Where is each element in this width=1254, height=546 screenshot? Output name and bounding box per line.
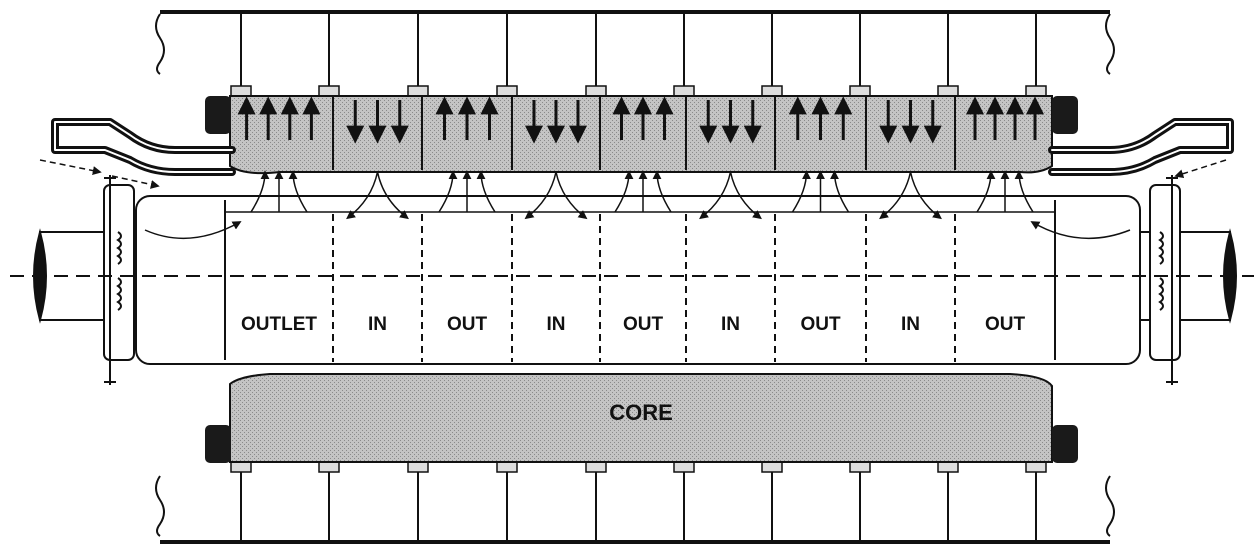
zone-label: IN bbox=[901, 314, 920, 335]
rib-plate-bottom bbox=[318, 461, 340, 473]
rib-plate-top bbox=[230, 85, 252, 97]
zone-label: OUT bbox=[623, 314, 664, 335]
zone-label: IN bbox=[721, 314, 740, 335]
rib-plate-bottom bbox=[937, 461, 959, 473]
rib-plate-bottom bbox=[761, 461, 783, 473]
zone-label: OUTLET bbox=[241, 314, 317, 335]
gap-flow-arrow-out bbox=[476, 170, 496, 213]
rib-plate-bottom bbox=[673, 461, 695, 473]
frame-break-bottom-left bbox=[155, 475, 165, 537]
rib-plate-bottom bbox=[407, 461, 429, 473]
gap-flow-arrow-out bbox=[791, 170, 811, 213]
zone-label: OUT bbox=[985, 314, 1026, 335]
core-label: CORE bbox=[609, 400, 673, 425]
upper-core-end-block-right bbox=[1052, 96, 1078, 134]
zone-label: IN bbox=[547, 314, 566, 335]
rotor-end-flow-left bbox=[144, 221, 242, 240]
rib-plate-top bbox=[937, 85, 959, 97]
fan-right bbox=[1149, 175, 1181, 385]
gap-flow-arrow-in bbox=[555, 171, 588, 220]
lower-core-end-block-right bbox=[1052, 425, 1078, 463]
end-winding-left-inner bbox=[54, 121, 233, 173]
zone-label: OUT bbox=[447, 314, 488, 335]
rib-plate-top bbox=[585, 85, 607, 97]
zone-labels: OUTLET IN OUT IN OUT IN OUT IN OUT bbox=[241, 314, 1025, 335]
gap-flow-arrow-in bbox=[699, 171, 732, 220]
frame-break-top-left bbox=[155, 13, 165, 75]
zone-label: OUT bbox=[800, 314, 841, 335]
upper-core-end-block-left bbox=[205, 96, 231, 134]
upper-stator-core bbox=[205, 95, 1078, 175]
rotor-zone-dividers bbox=[332, 214, 956, 362]
core-zone-dividers bbox=[332, 96, 956, 170]
support-ribs bbox=[230, 14, 1047, 540]
rib-plate-top bbox=[1025, 85, 1047, 97]
gap-flow-arrow-out bbox=[652, 170, 672, 213]
gap-flow-arrow-out bbox=[614, 170, 634, 213]
gap-flow-arrow-in bbox=[729, 171, 762, 220]
gap-flow-arrow-in bbox=[909, 171, 942, 220]
gap-flow-arrow-out bbox=[250, 170, 270, 213]
rib-plate-top bbox=[849, 85, 871, 97]
gap-flow-arrow-out bbox=[438, 170, 458, 213]
rib-plate-bottom bbox=[230, 461, 252, 473]
end-winding-leads bbox=[51, 118, 1234, 176]
stator-frame bbox=[155, 10, 1115, 544]
frame-break-top-right bbox=[1105, 13, 1115, 75]
zone-label: IN bbox=[368, 314, 387, 335]
rotor-body bbox=[135, 195, 1141, 365]
gap-flow-arrow-in bbox=[376, 171, 409, 220]
rib-plate-top bbox=[496, 85, 518, 97]
gap-flow-arrow-out bbox=[1014, 170, 1034, 213]
gap-flow-arrow-out bbox=[976, 170, 996, 213]
fan-assemblies bbox=[103, 175, 1181, 385]
rib-plate-top bbox=[673, 85, 695, 97]
end-inlet-flows bbox=[39, 159, 1227, 189]
rib-plate-top bbox=[761, 85, 783, 97]
rib-plate-top bbox=[407, 85, 429, 97]
air-gap-flow-arrows bbox=[250, 170, 1034, 220]
core-flow-arrows bbox=[237, 96, 1044, 144]
rib-plate-bottom bbox=[496, 461, 518, 473]
gap-flow-arrow-in bbox=[879, 171, 912, 220]
lower-core-end-block-left bbox=[205, 425, 231, 463]
lower-stator-core: CORE bbox=[205, 373, 1078, 463]
gap-flow-arrow-in bbox=[524, 171, 557, 220]
rotor-end-flow-right bbox=[1030, 221, 1131, 240]
rib-plate-bottom bbox=[849, 461, 871, 473]
end-winding-right-inner bbox=[1051, 121, 1231, 173]
gap-flow-arrow-in bbox=[346, 171, 379, 220]
rib-plate-bottom bbox=[1025, 461, 1047, 473]
gap-flow-arrow-out bbox=[830, 170, 850, 213]
frame-break-bottom-right bbox=[1105, 475, 1115, 537]
gap-flow-arrow-out bbox=[288, 170, 308, 213]
rib-plate-bottom bbox=[585, 461, 607, 473]
rib-plate-top bbox=[318, 85, 340, 97]
end-winding-right-outer bbox=[1048, 118, 1234, 176]
fan-left bbox=[103, 175, 135, 385]
